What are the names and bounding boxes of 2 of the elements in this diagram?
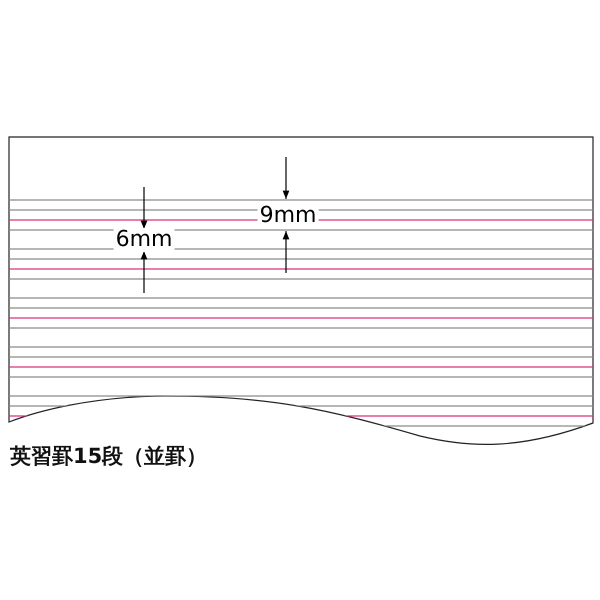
- dimension-label: 6mm: [114, 228, 174, 252]
- caption: 英習罫15段（並罫）: [10, 443, 208, 470]
